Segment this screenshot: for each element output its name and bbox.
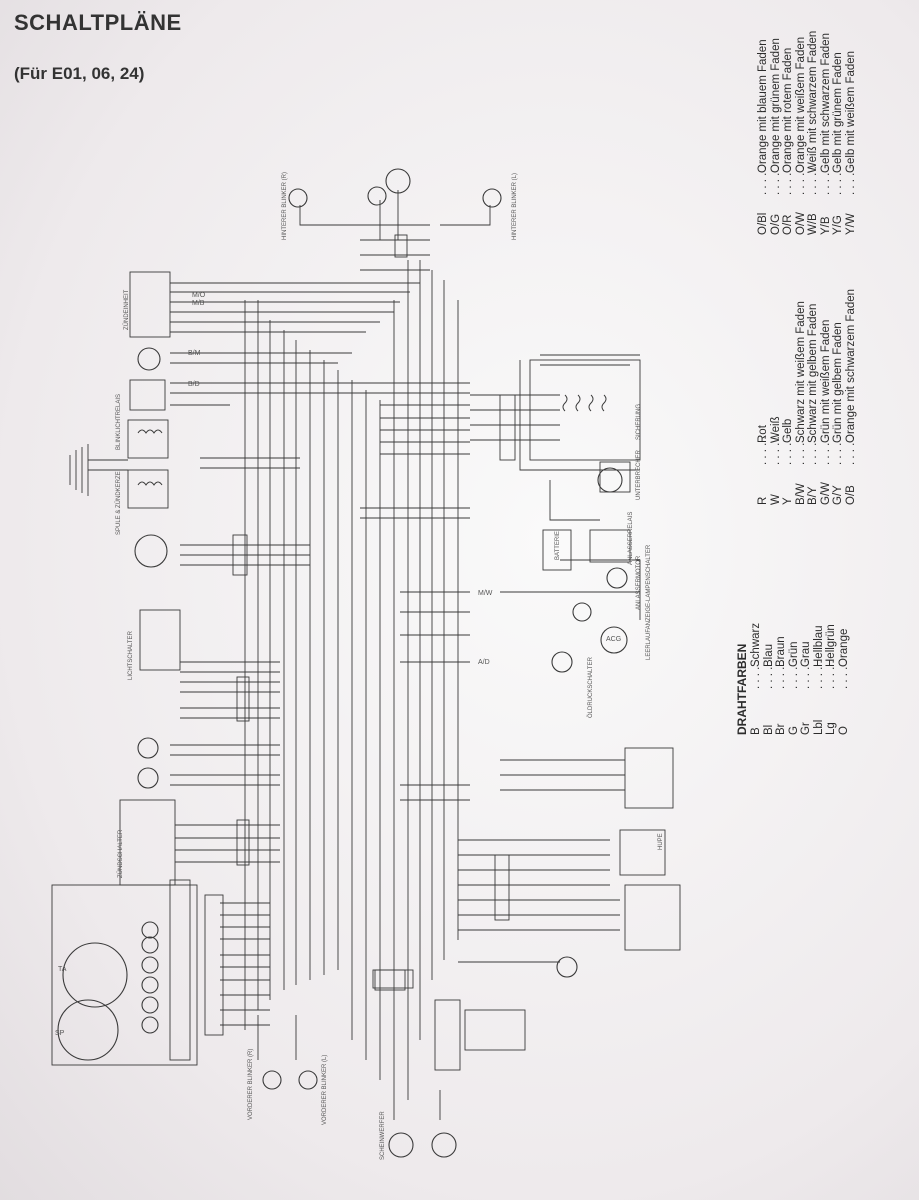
rear-light-wiring xyxy=(299,190,491,271)
handlebar-switch-wiring xyxy=(619,747,681,951)
legend-row: G. . . . .Grün xyxy=(787,641,800,735)
fuse-box-wiring xyxy=(470,359,641,620)
starter-motor xyxy=(606,567,628,589)
label-ta: TA xyxy=(58,966,67,973)
legend-row: Y/B. . . . .Gelb mit schwarzem Faden xyxy=(819,33,832,235)
label-b-m: B/M xyxy=(188,350,201,357)
instrument-cluster-outline xyxy=(51,609,224,1066)
oil-pressure-switch xyxy=(551,651,573,673)
legend-heading: DRAHTFARBEN xyxy=(735,643,749,735)
legend-row: W/B. . . . .Weiß mit schwarzem Faden xyxy=(807,30,819,235)
caption-blinklichtrelais: BLINKLICHTRELAIS xyxy=(116,393,122,450)
legend-row: W. . . . .Weiß xyxy=(769,416,782,505)
caption-batterie: BATTERIE xyxy=(555,531,561,560)
caption-scheinwerfer: SCHEINWERFER xyxy=(380,1111,386,1160)
label-m-o: M/O xyxy=(192,292,206,299)
tail-brake-lamp xyxy=(385,168,411,194)
caption-sicherung: SICHERUNG xyxy=(636,403,642,440)
vertical-bus-lines xyxy=(244,260,459,1100)
rear-blinker-l-lamp xyxy=(482,188,502,208)
legend-row: B. . . . .Schwarz xyxy=(750,622,762,735)
label-sp: SP xyxy=(55,1030,65,1037)
indicator-lamps xyxy=(141,921,159,1034)
caption-anlassermotor: ANLASSERMOTOR xyxy=(636,555,642,610)
fuse-symbols xyxy=(562,394,607,412)
legend-row: G/Y. . . . .Grün mit gelbem Faden xyxy=(832,322,844,505)
caption-hinterer-blinker-l: HINTERER BLINKER (L) xyxy=(512,172,518,240)
horn xyxy=(556,956,578,978)
legend-row: Y/W. . . . .Gelb mit weißem Faden xyxy=(844,50,857,235)
front-blinker-l-lamp xyxy=(298,1070,318,1090)
page-title: SCHALTPLÄNE xyxy=(14,10,182,35)
left-components xyxy=(127,271,631,571)
front-light-wiring xyxy=(257,969,526,1120)
legend-row: O/G. . . . .Orange mit grünem Faden xyxy=(769,38,782,235)
ignition-coils xyxy=(137,429,163,486)
legend-row: Gr. . . . .Grau xyxy=(800,641,812,735)
tachometer xyxy=(62,942,128,1008)
legend-row: Br. . . . .Braun xyxy=(775,636,787,735)
label-acg: ACG xyxy=(606,636,622,643)
legend-row: B/W. . . . .Schwarz mit weißem Faden xyxy=(794,301,807,505)
legend-row: Y/G. . . . .Gelb mit grünem Faden xyxy=(832,52,844,235)
label-m-w: M/W xyxy=(478,590,493,597)
rear-brake-switch xyxy=(137,347,161,371)
caption-anlasserrelais: ANLASSERRELAIS xyxy=(628,511,634,565)
label-m-b: M/B xyxy=(192,300,205,307)
caption-vorderer-blinker-r: VORDERER BLINKER (R) xyxy=(248,1048,254,1120)
legend-row: O/B. . . . .Orange mit schwarzem Faden xyxy=(844,288,857,505)
caption-spule: SPULE & ZÜNDKERZE xyxy=(116,471,122,535)
caption-zundschalter: ZÜNDSCHALTER xyxy=(118,829,124,878)
horizontal-wire-runs xyxy=(170,282,640,1026)
front-blinker-r-lamp xyxy=(262,1070,282,1090)
legend-mixed-colors-2: O/Bl. . . . .Orange mit blauem Faden O/G… xyxy=(757,31,857,235)
ground-symbol xyxy=(69,444,128,496)
signal-generator xyxy=(134,534,168,568)
unterbrecher-coil xyxy=(597,467,623,493)
label-b-d: B/D xyxy=(188,381,200,388)
headlight-lamp-1 xyxy=(388,1132,414,1158)
legend-row: G/W. . . . .Grün mit weißem Faden xyxy=(819,319,832,505)
legend-row: B/Y. . . . .Schwarz mit gelbem Faden xyxy=(807,303,819,505)
legend-row: O/Bl. . . . .Orange mit blauem Faden xyxy=(757,39,769,235)
legend-row: O. . . . .Orange xyxy=(837,628,850,735)
caption-leerlauf: LEERLAUFANZEIGE-LAMPENSCHALTER xyxy=(646,544,652,660)
speedometer xyxy=(57,999,119,1061)
legend-row: Lbl. . . . .Hellblau xyxy=(812,625,825,735)
rear-blinker-r-lamp xyxy=(288,188,308,208)
caption-vorderer-blinker-l: VORDERER BLINKER (L) xyxy=(322,1054,328,1125)
legend-row: Y. . . . .Gelb xyxy=(782,418,794,505)
caption-unterbrecher: UNTERBRECHER xyxy=(636,449,642,500)
license-lamp xyxy=(367,186,387,206)
caption-zundeinheit: ZÜNDEINHEIT xyxy=(124,289,130,330)
legend-row: R. . . . .Rot xyxy=(757,425,769,505)
legend-row: Lg. . . . .Hellgrün xyxy=(825,624,837,735)
front-brake-switch xyxy=(137,737,159,759)
side-stand-switch xyxy=(137,767,159,789)
caption-oldruck: ÖLDRUCKSCHALTER xyxy=(588,657,594,718)
legend-basic-colors: DRAHTFARBEN B. . . . .Schwarz Bl. . . . … xyxy=(735,623,850,735)
legend-mixed-colors-1: R. . . . .Rot W. . . . .Weiß Y. . . . .G… xyxy=(757,289,857,505)
caption-lichtschalter: LICHTSCHALTER xyxy=(128,631,134,680)
label-a-d: A/D xyxy=(478,659,490,666)
page-subtitle: (Für E01, 06, 24) xyxy=(14,64,145,83)
generator xyxy=(600,626,628,654)
caption-hupe: HUPE xyxy=(658,833,664,850)
legend-row: O/R. . . . .Orange mit rotem Faden xyxy=(782,47,794,235)
headlight-lamp-2 xyxy=(431,1132,457,1158)
caption-hinterer-blinker-r: HINTERER BLINKER (R) xyxy=(282,171,288,240)
legend-row: O/W. . . . .Orange mit weißem Faden xyxy=(794,36,807,235)
legend-row: Bl. . . . .Blau xyxy=(762,643,775,735)
connector-blocks xyxy=(232,234,510,989)
neutral-switch xyxy=(572,602,592,622)
